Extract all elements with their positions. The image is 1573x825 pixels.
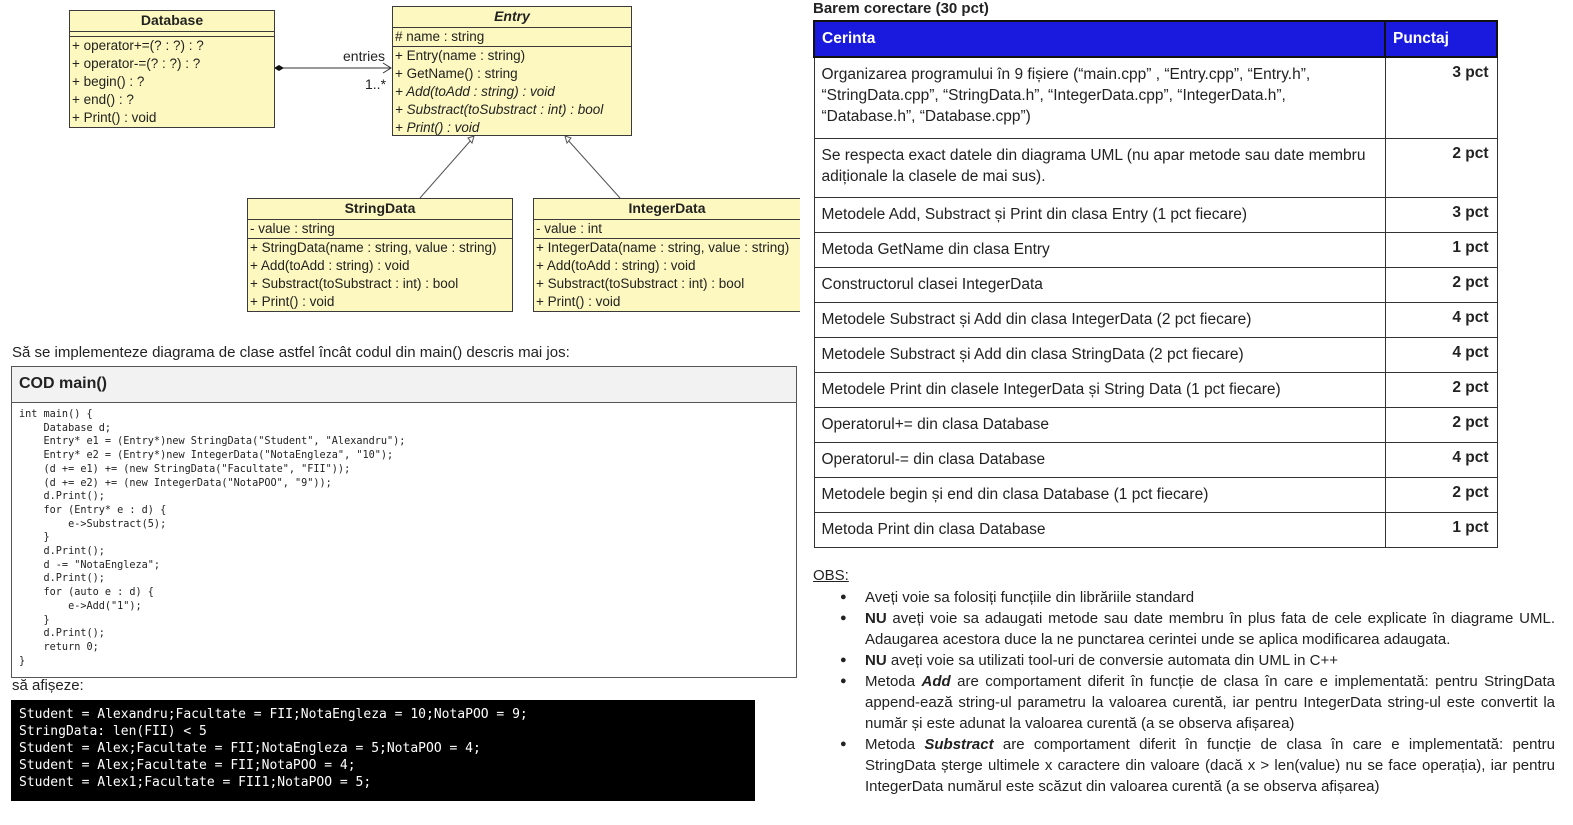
abstract-method: + Print() : void bbox=[395, 120, 480, 135]
table-row: Organizarea programului în 9 fișiere (“m… bbox=[813, 56, 1498, 139]
points-cell: 2 pct bbox=[1384, 476, 1498, 513]
grading-title: Barem corectare (30 pct) bbox=[813, 0, 989, 17]
method: + begin() : ? bbox=[72, 74, 145, 89]
code-box: COD main() int main() { Database d; Entr… bbox=[11, 366, 797, 678]
points-cell: 1 pct bbox=[1384, 511, 1498, 548]
table-row: Metodele Print din clasele IntegerData ș… bbox=[813, 371, 1498, 408]
task-intro: Să se implementeze diagrama de clase ast… bbox=[12, 344, 570, 361]
obs-label: OBS: bbox=[813, 567, 849, 584]
grading-table: Cerinta Punctaj Organizarea programului … bbox=[813, 20, 1498, 548]
method: + Add(toAdd : string) : void bbox=[250, 258, 410, 273]
class-title: IntegerData bbox=[534, 199, 800, 220]
points-cell: 4 pct bbox=[1384, 301, 1498, 338]
list-item: Metoda Substract are comportament diferi… bbox=[813, 734, 1555, 797]
attribute: # name : string bbox=[395, 29, 485, 44]
method: + Print() : void bbox=[250, 294, 335, 309]
points-cell: 3 pct bbox=[1384, 196, 1498, 233]
table-row: Constructorul clasei IntegerData 2 pct bbox=[813, 266, 1498, 303]
table-row: Metodele Substract și Add din clasa Inte… bbox=[813, 301, 1498, 338]
method: + StringData(name : string, value : stri… bbox=[250, 240, 497, 255]
method: + Substract(toSubstract : int) : bool bbox=[536, 276, 745, 291]
points-cell: 2 pct bbox=[1384, 137, 1498, 198]
method: + operator+=(? : ?) : ? bbox=[72, 38, 204, 53]
column-header-points: Punctaj bbox=[1384, 20, 1498, 58]
requirement-cell: Metodele Substract și Add din clasa Stri… bbox=[813, 336, 1386, 373]
points-cell: 4 pct bbox=[1384, 441, 1498, 478]
uml-class-entry: Entry # name : string + Entry(name : str… bbox=[392, 6, 632, 136]
method: + Print() : void bbox=[72, 110, 157, 125]
points-cell: 4 pct bbox=[1384, 336, 1498, 373]
association-multiplicity-label: 1..* bbox=[365, 76, 387, 92]
method: + Print() : void bbox=[536, 294, 621, 309]
method: + GetName() : string bbox=[395, 66, 518, 81]
requirement-cell: Metoda Print din clasa Database bbox=[813, 511, 1386, 548]
uml-class-stringdata: StringData - value : string + StringData… bbox=[247, 198, 513, 312]
points-cell: 2 pct bbox=[1384, 266, 1498, 303]
table-row: Metodele begin și end din clasa Database… bbox=[813, 476, 1498, 513]
code-header: COD main() bbox=[12, 367, 796, 403]
list-item: Aveți voie sa folosiți funcțiile din lib… bbox=[813, 587, 1555, 608]
uml-class-database: Database + operator+=(? : ?) : ? + opera… bbox=[69, 10, 275, 128]
requirement-cell: Organizarea programului în 9 fișiere (“m… bbox=[813, 56, 1386, 139]
class-methods: + StringData(name : string, value : stri… bbox=[248, 239, 512, 311]
method: + IntegerData(name : string, value : str… bbox=[536, 240, 790, 255]
obs-notes-list: Aveți voie sa folosiți funcțiile din lib… bbox=[813, 587, 1555, 797]
class-attributes bbox=[70, 32, 274, 37]
uml-connectors bbox=[274, 62, 621, 199]
abstract-method: + Substract(toSubstract : int) : bool bbox=[395, 102, 604, 117]
code-body: int main() { Database d; Entry* e1 = (En… bbox=[19, 409, 406, 667]
class-title: Database bbox=[70, 11, 274, 32]
requirement-cell: Metodele Add, Substract și Print din cla… bbox=[813, 196, 1386, 233]
table-row: Operatorul-= din clasa Database 4 pct bbox=[813, 441, 1498, 478]
list-item: NU aveți voie sa utilizati tool-uri de c… bbox=[813, 650, 1555, 671]
class-attributes: - value : string bbox=[248, 220, 512, 239]
requirement-cell: Metodele Print din clasele IntegerData ș… bbox=[813, 371, 1386, 408]
table-row: Se respecta exact datele din diagrama UM… bbox=[813, 137, 1498, 198]
table-row: Metodele Substract și Add din clasa Stri… bbox=[813, 336, 1498, 373]
class-methods: + operator+=(? : ?) : ? + operator-=(? :… bbox=[70, 37, 274, 127]
table-row: Metoda GetName din clasa Entry 1 pct bbox=[813, 231, 1498, 268]
class-methods: + IntegerData(name : string, value : str… bbox=[534, 239, 800, 311]
points-cell: 3 pct bbox=[1384, 56, 1498, 139]
attribute: - value : int bbox=[536, 221, 603, 236]
points-cell: 2 pct bbox=[1384, 406, 1498, 443]
points-cell: 1 pct bbox=[1384, 231, 1498, 268]
class-methods: + Entry(name : string) + GetName() : str… bbox=[393, 47, 631, 135]
points-cell: 2 pct bbox=[1384, 371, 1498, 408]
list-item: NU aveți voie sa adaugati metode sau dat… bbox=[813, 608, 1555, 650]
requirement-cell: Metodele begin și end din clasa Database… bbox=[813, 476, 1386, 513]
method: + end() : ? bbox=[72, 92, 134, 107]
method: + operator-=(? : ?) : ? bbox=[72, 56, 201, 71]
abstract-method: + Add(toAdd : string) : void bbox=[395, 84, 555, 99]
method: + Entry(name : string) bbox=[395, 48, 526, 63]
requirement-cell: Metodele Substract și Add din clasa Inte… bbox=[813, 301, 1386, 338]
table-row: Metodele Add, Substract și Print din cla… bbox=[813, 196, 1498, 233]
association-role-label: entries bbox=[343, 48, 386, 64]
method: + Substract(toSubstract : int) : bool bbox=[250, 276, 459, 291]
table-header-row: Cerinta Punctaj bbox=[813, 20, 1498, 58]
table-row: Operatorul+= din clasa Database 2 pct bbox=[813, 406, 1498, 443]
class-attributes: - value : int bbox=[534, 220, 800, 239]
class-attributes: # name : string bbox=[393, 28, 631, 47]
attribute: - value : string bbox=[250, 221, 335, 236]
class-title: Entry bbox=[393, 7, 631, 28]
class-title: StringData bbox=[248, 199, 512, 220]
requirement-cell: Operatorul+= din clasa Database bbox=[813, 406, 1386, 443]
list-item: Metoda Add are comportament diferit în f… bbox=[813, 671, 1555, 734]
requirement-cell: Constructorul clasei IntegerData bbox=[813, 266, 1386, 303]
requirement-cell: Se respecta exact datele din diagrama UM… bbox=[813, 137, 1386, 198]
output-terminal: Student = Alexandru;Facultate = FII;Nota… bbox=[11, 700, 755, 801]
uml-class-integerdata: IntegerData - value : int + IntegerData(… bbox=[533, 198, 800, 312]
column-header-requirement: Cerinta bbox=[813, 20, 1386, 58]
method: + Add(toAdd : string) : void bbox=[536, 258, 696, 273]
requirement-cell: Metoda GetName din clasa Entry bbox=[813, 231, 1386, 268]
table-row: Metoda Print din clasa Database 1 pct bbox=[813, 511, 1498, 548]
output-label: să afișeze: bbox=[12, 677, 84, 694]
requirement-cell: Operatorul-= din clasa Database bbox=[813, 441, 1386, 478]
